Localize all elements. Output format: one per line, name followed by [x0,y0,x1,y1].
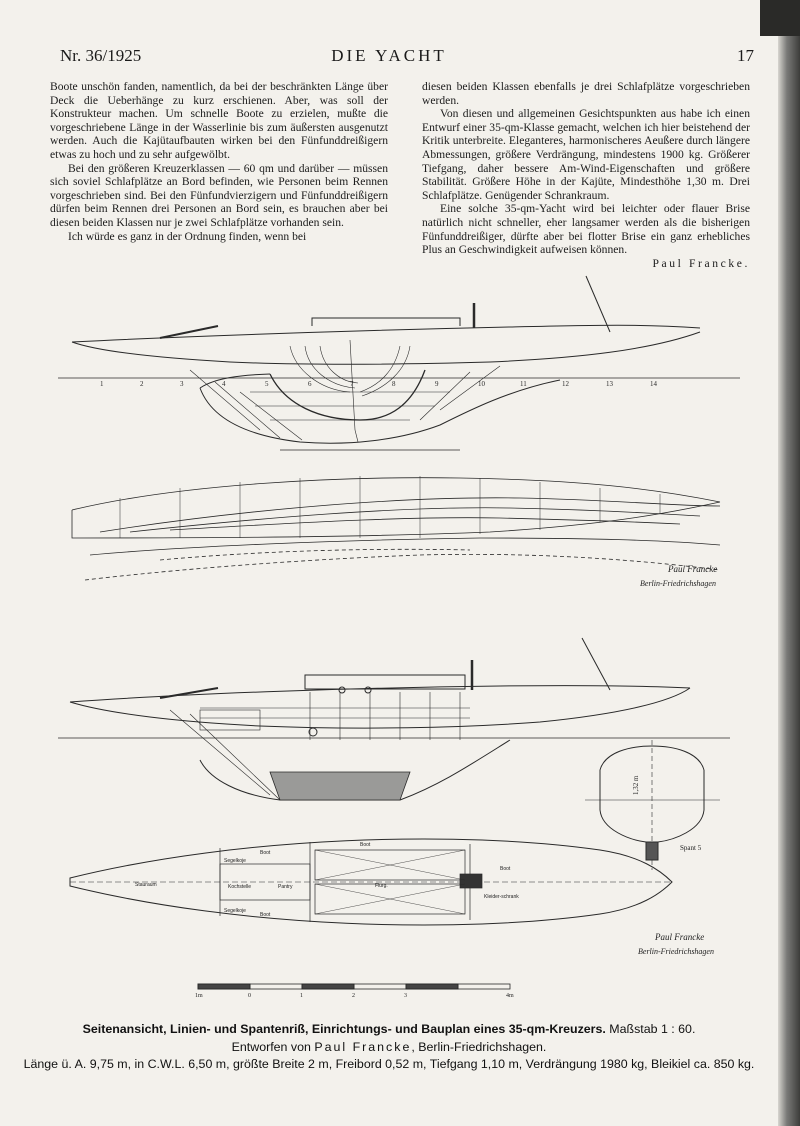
figure-caption-title: Seitenansicht, Linien- und Spantenriß, E… [0,1022,778,1036]
plan-label: Kochstelle [228,884,251,890]
paragraph: Boote unschön fanden, namentlich, da bei… [50,80,388,161]
svg-text:9: 9 [435,380,439,388]
author-signature: Paul Francke. [652,256,750,270]
scale-tick: 4m [506,993,514,999]
plan-label: Stauraum [135,882,157,888]
page-edge [778,0,800,1126]
svg-text:2: 2 [140,380,144,388]
caption-scale: Maßstab 1 : 60. [609,1022,696,1036]
caption-designer-place: , Berlin-Friedrichshagen. [411,1040,547,1054]
svg-text:8: 8 [392,380,396,388]
caption-designer-prefix: Entworfen von [231,1040,311,1054]
plan-label: Kleider-schrank [484,894,519,900]
scale-tick: 2 [352,993,355,999]
svg-text:6: 6 [308,380,312,388]
journal-title: DIE YACHT [331,46,447,65]
svg-text:4: 4 [222,380,226,388]
scale-tick: 1 [300,993,303,999]
scale-tick: 1m [195,993,203,999]
cabin-height-label: 1,32 m [632,775,640,795]
signature-2: Paul Francke [654,932,704,942]
page-number: 17 [737,46,754,65]
interior-profile-drawing [58,637,730,801]
plan-label: Boot [360,842,371,848]
svg-text:3: 3 [180,380,184,388]
half-breadth-drawing [71,476,721,581]
paragraph: Von diesen und allgemeinen Gesichtspunkt… [422,107,750,202]
svg-text:1: 1 [100,380,104,388]
paragraph: Eine solche 35-qm-Yacht wird bei leichte… [422,202,750,257]
svg-text:13: 13 [606,380,614,388]
figure-caption-specs: Länge ü. A. 9,75 m, in C.W.L. 6,50 m, gr… [23,1057,755,1071]
text-column-left: Boote unschön fanden, namentlich, da bei… [50,80,388,243]
svg-text:5: 5 [265,380,269,388]
svg-text:7: 7 [350,380,354,388]
scan-corner [760,0,800,36]
svg-text:14: 14 [650,380,658,388]
plan-label: Boot [260,912,271,918]
plan-label: Boot [500,866,511,872]
svg-text:11: 11 [520,380,527,388]
signature-1-place: Berlin-Friedrichshagen [640,579,716,588]
deck-plan-drawing: Segelkoje Boot Boot Stauraum Flurg. Klei… [69,838,673,926]
caption-bold: Seitenansicht, Linien- und Spantenriß, E… [82,1022,606,1036]
frame-label: Spant 5 [680,844,702,852]
plan-label: Segelkoje [224,908,246,914]
plan-label: Boot [260,850,271,856]
plan-label: Segelkoje [224,858,246,864]
figure-caption-designer: Entworfen von Paul Francke, Berlin-Fried… [0,1040,778,1054]
signature-1: Paul Francke [667,564,717,574]
issue-number: Nr. 36/1925 [60,46,142,65]
signature-2-place: Berlin-Friedrichshagen [638,947,714,956]
paragraph: diesen beiden Klassen ebenfalls je drei … [422,80,750,107]
paragraph: Bei den größeren Kreuzerklassen — 60 qm … [50,161,388,229]
plan-label: Pantry [278,884,293,890]
text-column-right: diesen beiden Klassen ebenfalls je drei … [422,80,750,270]
scale-tick: 3 [404,993,407,999]
svg-text:10: 10 [478,380,486,388]
caption-designer-name: Paul Francke [314,1040,412,1054]
scale-bar: 1m 0 1 2 3 4m [195,983,514,999]
scale-tick: 0 [248,993,251,999]
paragraph: Ich würde es ganz in der Ordnung finden,… [68,229,307,243]
svg-text:12: 12 [562,380,570,388]
journal-page: Nr. 36/1925 DIE YACHT 17 Boote unschön f… [0,0,778,1126]
plan-label: Flurg. [375,883,388,889]
midship-section-drawing: 1,32 m Spant 5 [585,740,720,870]
